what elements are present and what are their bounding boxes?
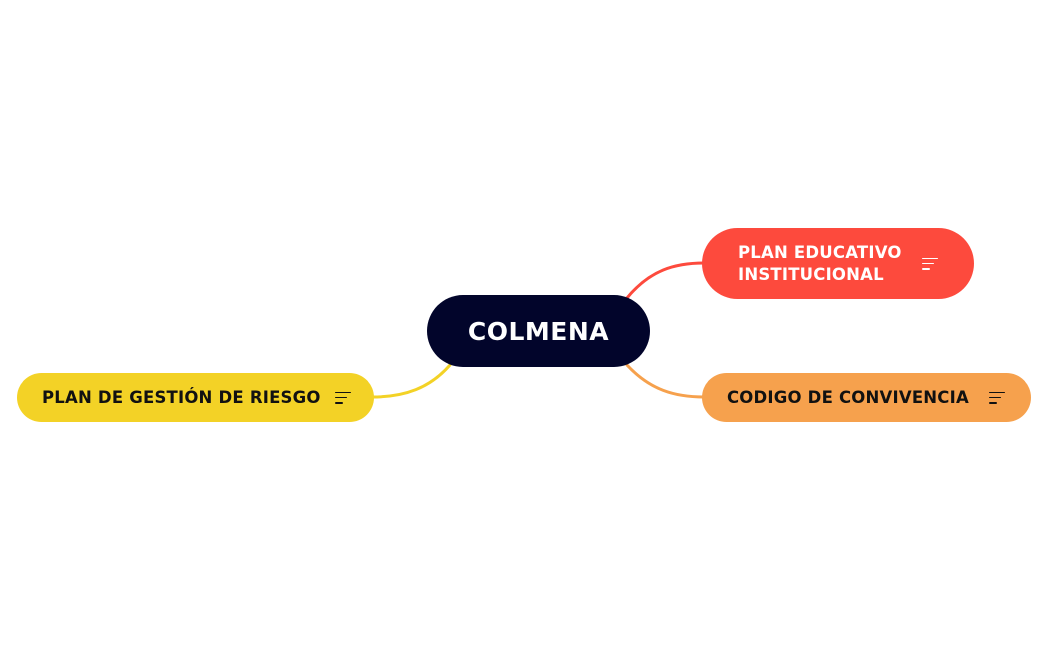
notes-icon[interactable] <box>922 257 938 270</box>
topic-label: PLAN EDUCATIVO INSTITUCIONAL <box>738 242 902 284</box>
central-topic-label: COLMENA <box>467 316 610 346</box>
topic-codigo-de-convivencia[interactable]: CODIGO DE CONVIVENCIA <box>702 373 1031 422</box>
connector-cdc <box>625 363 706 399</box>
notes-icon[interactable] <box>334 391 351 404</box>
central-topic[interactable]: COLMENA <box>427 295 650 367</box>
topic-plan-de-gestion-de-riesgo[interactable]: PLAN DE GESTIÓN DE RIESGO <box>17 373 374 422</box>
topic-label: CODIGO DE CONVIVENCIA <box>727 387 969 407</box>
topic-plan-educativo-institucional[interactable]: PLAN EDUCATIVO INSTITUCIONAL <box>702 228 974 299</box>
topic-label: PLAN DE GESTIÓN DE RIESGO <box>42 387 321 407</box>
notes-icon[interactable] <box>989 391 1005 404</box>
connector-pei <box>625 261 706 300</box>
connector-pgr <box>370 363 452 399</box>
